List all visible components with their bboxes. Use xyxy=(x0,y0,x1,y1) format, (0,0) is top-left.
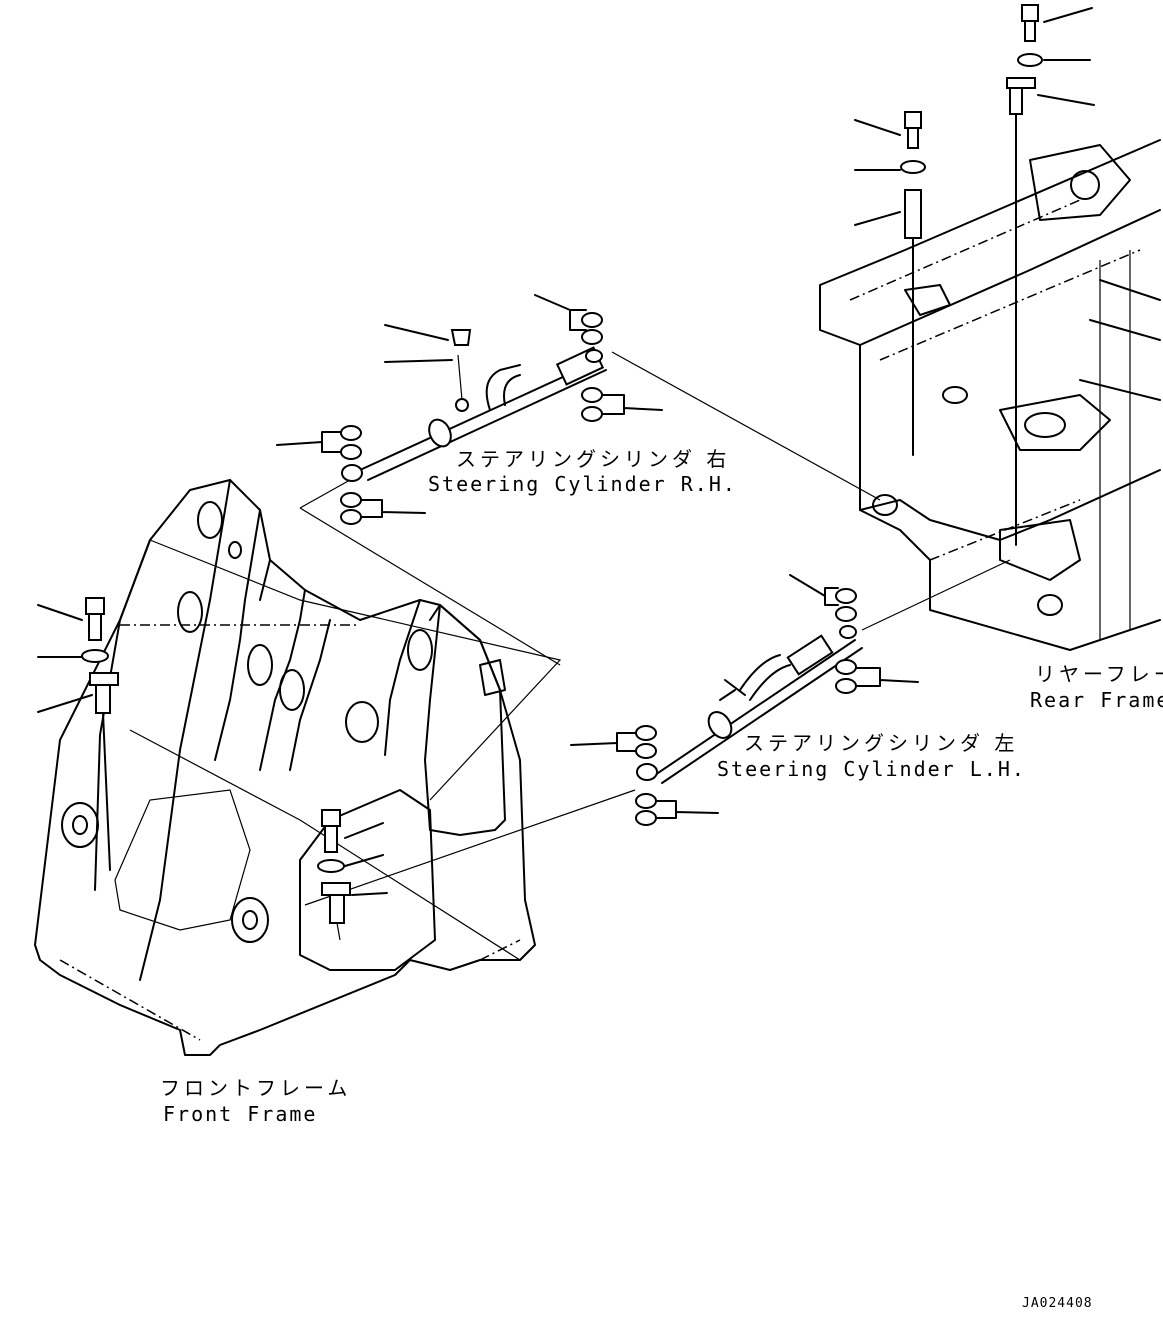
steering-cylinder-lh-label-en: Steering Cylinder L.H. xyxy=(717,757,1026,781)
rear-frame-label-en: Rear Frame xyxy=(1030,688,1163,712)
steering-cylinder-lh-label-jp: ステアリングシリンダ 左 xyxy=(744,731,1019,755)
rear-pin-assembly-upper xyxy=(1006,4,1095,546)
rear-pin-assembly-middle xyxy=(854,111,926,456)
rear-frame-label-jp: リヤーフレーム xyxy=(1035,662,1163,686)
steering-cylinder-lh-drawing xyxy=(304,559,1011,906)
steering-cylinder-rh-label-jp: ステアリングシリンダ 右 xyxy=(456,447,731,471)
steering-cylinder-rh-drawing xyxy=(276,294,881,666)
front-pin-assembly-left xyxy=(37,597,119,871)
rear-frame-drawing xyxy=(819,4,1161,651)
front-frame-label-en: Front Frame xyxy=(163,1102,318,1126)
drawing-code: JA024408 xyxy=(1022,1296,1093,1311)
front-frame-label-jp: フロントフレーム xyxy=(160,1076,352,1100)
steering-cylinder-rh-label-en: Steering Cylinder R.H. xyxy=(428,472,737,496)
front-frame-drawing xyxy=(34,479,562,1056)
front-pin-assembly-center xyxy=(317,809,388,941)
